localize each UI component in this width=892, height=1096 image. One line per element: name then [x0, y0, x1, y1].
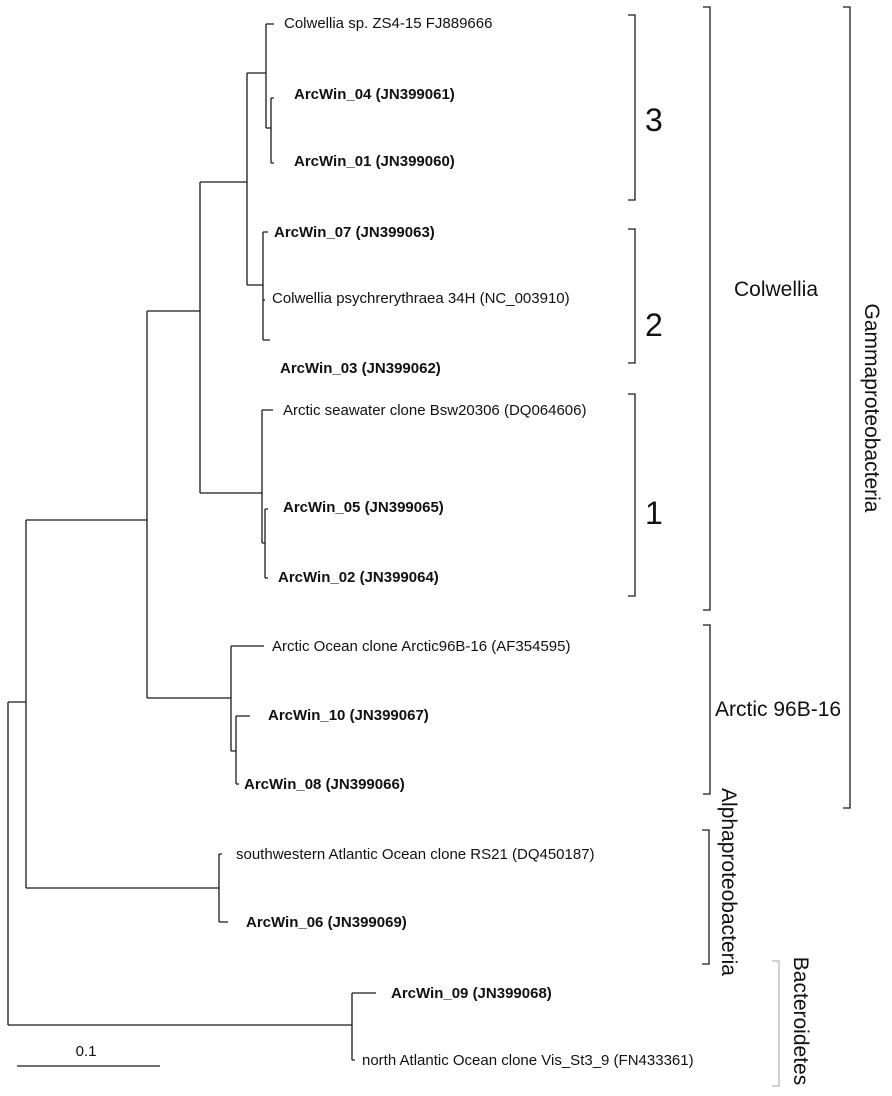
leaf-label-1: Colwellia sp. ZS4-15 FJ889666 [284, 15, 492, 32]
branch-arcwin-05-02 [264, 508, 268, 579]
bacteroidetes-label: Bacteroidetes [789, 957, 812, 1085]
gammaproteobacteria-label: Gammaproteobacteria [860, 304, 883, 513]
leaf-label-9: ArcWin_02 (JN399064) [278, 569, 439, 586]
branch-root [7, 701, 352, 1026]
leaf-label-2: ArcWin_04 (JN399061) [294, 86, 455, 103]
bracket-group-3 [628, 14, 636, 201]
bracket-group-1 [628, 393, 636, 597]
alphaproteobacteria-label: Alphaproteobacteria [717, 788, 740, 976]
leaf-label-11: ArcWin_10 (JN399067) [268, 707, 429, 724]
leaf-labels: Colwellia sp. ZS4-15 FJ889666 ArcWin_04 … [236, 15, 694, 1069]
tree-branches [7, 23, 376, 1061]
branch-group-2 [262, 231, 270, 341]
group-3-label: 3 [645, 102, 663, 138]
leaf-label-16: north Atlantic Ocean clone Vis_St3_9 (FN… [362, 1052, 694, 1069]
leaf-label-4: ArcWin_07 (JN399063) [274, 224, 435, 241]
bracket-group-2 [628, 228, 636, 364]
branch-group-3 [265, 23, 274, 129]
branch-bacteroidetes [351, 992, 376, 1061]
clade-brackets: 3 2 1 Colwellia Arctic 96B-16 Gammaprote… [628, 6, 883, 1087]
branch-alphaproteobacteria [218, 853, 228, 923]
branch-arctic96b16 [230, 645, 264, 752]
bracket-alphaproteobacteria [702, 829, 710, 965]
scale-bar-label: 0.1 [76, 1043, 97, 1060]
leaf-label-8: ArcWin_05 (JN399065) [283, 499, 444, 516]
leaf-label-15: ArcWin_09 (JN399068) [391, 985, 552, 1002]
branch-ingroup [25, 519, 219, 889]
leaf-label-13: southwestern Atlantic Ocean clone RS21 (… [236, 846, 595, 863]
bracket-arctic96b16 [703, 624, 711, 795]
branch-gamma [146, 310, 231, 699]
group-2-label: 2 [645, 307, 663, 343]
leaf-label-5: Colwellia psychrerythraea 34H (NC_003910… [272, 290, 570, 307]
bracket-gammaproteobacteria [843, 6, 851, 809]
leaf-label-6: ArcWin_03 (JN399062) [280, 360, 441, 377]
leaf-label-10: Arctic Ocean clone Arctic96B-16 (AF35459… [272, 638, 570, 655]
colwellia-label: Colwellia [734, 278, 818, 301]
leaf-label-3: ArcWin_01 (JN399060) [294, 153, 455, 170]
leaf-label-12: ArcWin_08 (JN399066) [244, 776, 405, 793]
scale-bar: 0.1 [17, 1043, 160, 1067]
leaf-label-7: Arctic seawater clone Bsw20306 (DQ064606… [283, 402, 587, 419]
branch-arcwin-04-01 [270, 97, 274, 164]
bracket-colwellia [703, 6, 711, 611]
bracket-bacteroidetes [772, 960, 780, 1087]
leaf-label-14: ArcWin_06 (JN399069) [246, 914, 407, 931]
branch-colwellia [199, 181, 262, 494]
branch-group-1 [261, 409, 273, 544]
arctic96b16-label: Arctic 96B-16 [715, 698, 841, 721]
branch-arcwin-10-08 [235, 715, 250, 785]
group-1-label: 1 [645, 495, 663, 531]
branch-groups-2-3 [246, 72, 266, 286]
